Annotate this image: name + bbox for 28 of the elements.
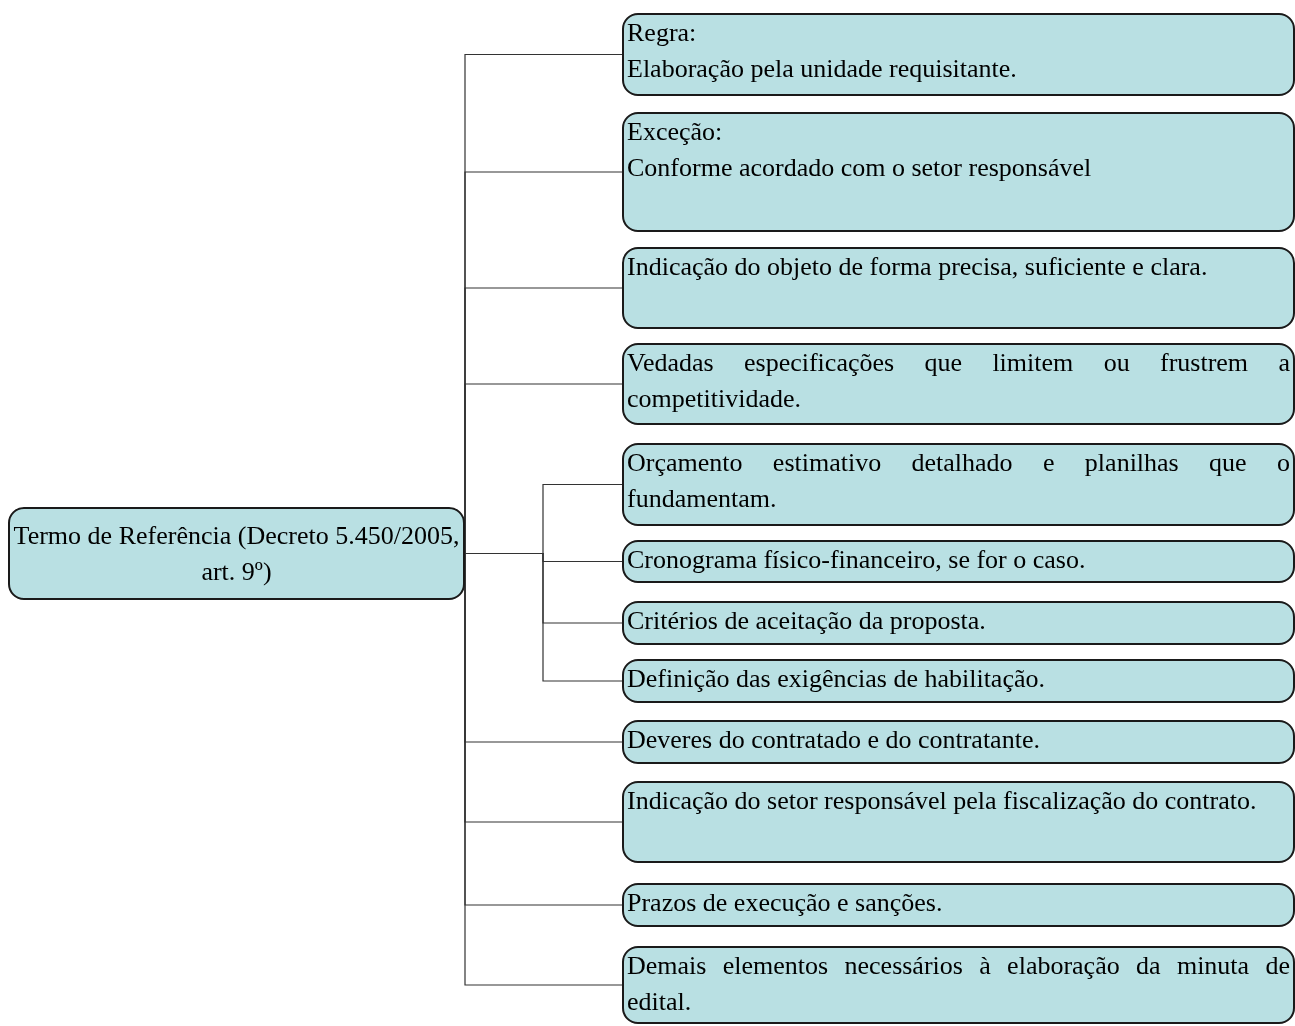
topic-box — [622, 343, 1295, 425]
box-text: Termo de Referência (Decreto 5.450/2005, art. 9º) — [12, 519, 461, 588]
box-text: Deveres do contratado e do contratante. — [627, 724, 1041, 756]
box-text: Cronograma físico-financeiro, se for o caso. — [627, 544, 1087, 576]
topic-box — [622, 659, 1295, 703]
topic-box — [622, 540, 1295, 583]
box-text: Indicação do objeto de forma precisa, suficiente e clara. — [627, 251, 1209, 283]
box-text: Critérios de aceitação da proposta. — [627, 605, 987, 637]
box-text: Indicação do setor responsável pela fiscalização do contrato. — [627, 785, 1258, 817]
topic-box — [8, 507, 465, 600]
topic-box — [622, 247, 1295, 329]
topic-box — [622, 883, 1295, 927]
box-text: Conforme acordado com o setor responsável — [627, 152, 1093, 184]
topic-box — [622, 601, 1295, 645]
box-text: Vedadas especificações que limitem ou frustrem a competitividade. — [627, 347, 1290, 415]
box-heading: Regra: — [627, 17, 698, 49]
topic-box — [622, 13, 1295, 96]
box-heading: Exceção: — [627, 116, 724, 148]
box-text: Elaboração pela unidade requisitante. — [627, 53, 1018, 85]
connector-line — [464, 552, 623, 682]
topic-box — [622, 112, 1295, 232]
box-text: Prazos de execução e sanções. — [627, 887, 944, 919]
topic-box — [622, 720, 1295, 764]
box-text: Orçamento estimativo detalhado e planilhas que o fundamentam. — [627, 447, 1290, 515]
topic-box — [622, 781, 1295, 863]
topic-box — [622, 443, 1295, 526]
box-text: Demais elementos necessários à elaboração da minuta de edital. — [627, 950, 1290, 1018]
box-text: Definição das exigências de habilitação. — [627, 663, 1046, 695]
